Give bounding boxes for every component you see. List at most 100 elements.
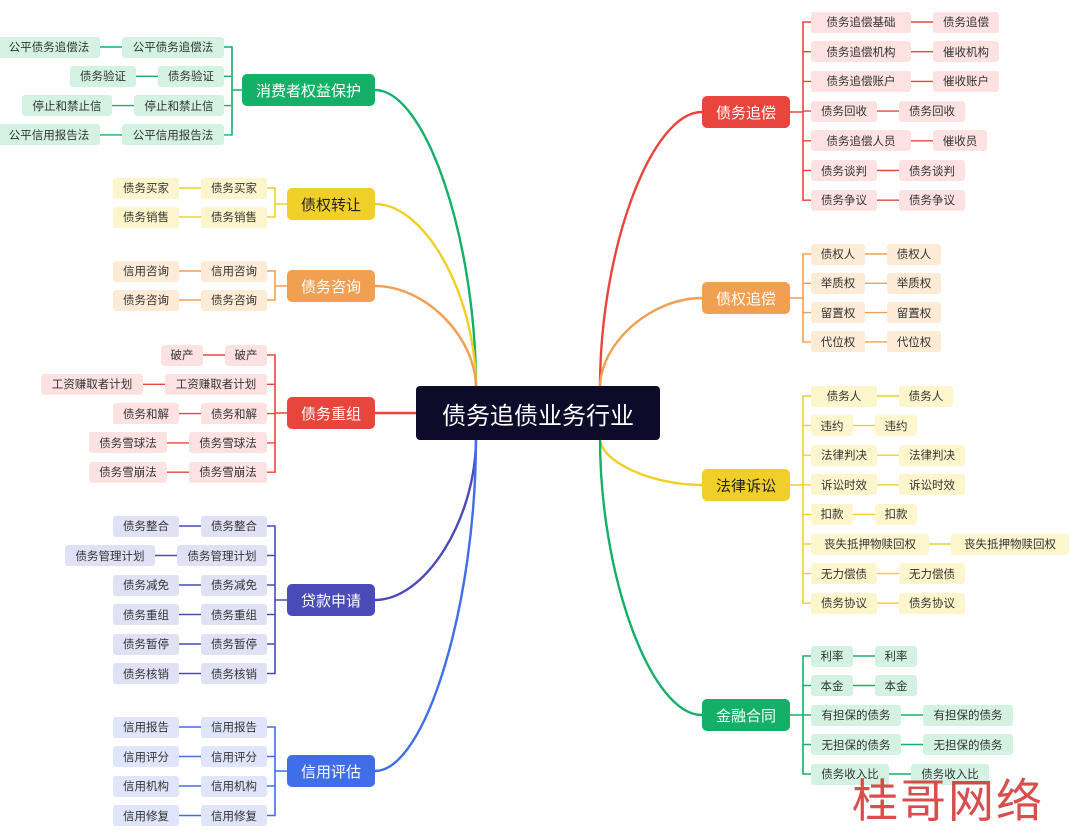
leaf-b8-2[interactable]: 债务减免: [201, 574, 267, 596]
leaf-child-b3-4[interactable]: 债务收入比: [911, 763, 989, 785]
leaf-child-b2-0[interactable]: 债务人: [899, 385, 953, 407]
leaf-b1-3[interactable]: 代位权: [811, 331, 865, 353]
leaf-b3-1[interactable]: 本金: [811, 675, 853, 696]
leaf-b3-2[interactable]: 有担保的债务: [811, 704, 901, 726]
leaf-child-b0-0[interactable]: 债务追偿: [933, 11, 999, 33]
leaf-child-b2-4[interactable]: 扣款: [875, 503, 917, 525]
leaf-b7-4[interactable]: 债务雪崩法: [189, 461, 267, 483]
branch-b2[interactable]: 法律诉讼: [702, 469, 790, 501]
leaf-b2-1[interactable]: 违约: [811, 415, 853, 437]
leaf-b5-1[interactable]: 债务销售: [201, 206, 267, 228]
leaf-b9-3[interactable]: 信用修复: [201, 805, 267, 826]
leaf-b0-3[interactable]: 债务回收: [811, 100, 877, 122]
branch-b9[interactable]: 信用评估: [287, 755, 375, 787]
leaf-b7-3[interactable]: 债务雪球法: [189, 432, 267, 454]
leaf-b9-0[interactable]: 信用报告: [201, 716, 267, 738]
leaf-child-b1-1[interactable]: 举质权: [887, 272, 941, 294]
leaf-child-b4-1[interactable]: 债务验证: [70, 65, 136, 87]
leaf-child-b2-7[interactable]: 债务协议: [899, 592, 965, 614]
leaf-b4-2[interactable]: 停止和禁止信: [134, 95, 224, 117]
leaf-b2-2[interactable]: 法律判决: [811, 444, 877, 466]
leaf-b0-0[interactable]: 债务追偿基础: [811, 11, 911, 33]
leaf-b1-2[interactable]: 留置权: [811, 302, 865, 324]
leaf-b8-3[interactable]: 债务重组: [201, 604, 267, 625]
leaf-child-b9-2[interactable]: 信用机构: [113, 775, 179, 797]
leaf-b0-1[interactable]: 债务追偿机构: [811, 41, 911, 63]
leaf-b5-0[interactable]: 债务买家: [201, 177, 267, 199]
branch-b4[interactable]: 消费者权益保护: [242, 74, 375, 106]
leaf-child-b0-3[interactable]: 债务回收: [899, 100, 965, 122]
leaf-child-b9-1[interactable]: 信用评分: [113, 746, 179, 767]
leaf-child-b2-6[interactable]: 无力偿债: [899, 563, 965, 585]
leaf-b3-4[interactable]: 债务收入比: [811, 763, 889, 785]
branch-b1[interactable]: 债权追偿: [702, 282, 790, 314]
leaf-b2-0[interactable]: 债务人: [811, 385, 877, 407]
leaf-child-b3-3[interactable]: 无担保的债务: [923, 734, 1013, 755]
leaf-child-b8-1[interactable]: 债务管理计划: [65, 545, 155, 566]
root-topic[interactable]: 债务追债业务行业: [416, 386, 660, 440]
leaf-child-b1-2[interactable]: 留置权: [887, 302, 941, 324]
leaf-b8-5[interactable]: 债务核销: [201, 663, 267, 684]
leaf-child-b5-0[interactable]: 债务买家: [113, 177, 179, 199]
leaf-child-b2-2[interactable]: 法律判决: [899, 444, 965, 466]
leaf-b8-0[interactable]: 债务整合: [201, 515, 267, 537]
branch-b7[interactable]: 债务重组: [287, 397, 375, 429]
leaf-child-b0-5[interactable]: 债务谈判: [899, 160, 965, 181]
leaf-b4-3[interactable]: 公平信用报告法: [122, 124, 224, 146]
leaf-b1-0[interactable]: 债权人: [811, 243, 865, 265]
leaf-b0-4[interactable]: 债务追偿人员: [811, 130, 911, 152]
leaf-child-b6-0[interactable]: 信用咨询: [113, 260, 179, 282]
leaf-b1-1[interactable]: 举质权: [811, 272, 865, 294]
leaf-child-b2-3[interactable]: 诉讼时效: [899, 474, 965, 496]
leaf-child-b9-0[interactable]: 信用报告: [113, 716, 179, 738]
leaf-b9-2[interactable]: 信用机构: [201, 775, 267, 797]
leaf-child-b7-1[interactable]: 工资赚取者计划: [41, 373, 143, 395]
leaf-b7-0[interactable]: 破产: [225, 344, 267, 366]
leaf-child-b0-1[interactable]: 催收机构: [933, 41, 999, 63]
leaf-b2-4[interactable]: 扣款: [811, 503, 853, 525]
leaf-child-b5-1[interactable]: 债务销售: [113, 206, 179, 228]
branch-b5[interactable]: 债权转让: [287, 188, 375, 220]
leaf-b9-1[interactable]: 信用评分: [201, 746, 267, 767]
branch-b8[interactable]: 贷款申请: [287, 584, 375, 616]
leaf-b0-5[interactable]: 债务谈判: [811, 160, 877, 181]
leaf-child-b3-2[interactable]: 有担保的债务: [923, 704, 1013, 726]
leaf-b0-6[interactable]: 债务争议: [811, 189, 877, 211]
branch-b0[interactable]: 债务追偿: [702, 96, 790, 128]
leaf-child-b2-1[interactable]: 违约: [875, 415, 917, 437]
leaf-child-b3-1[interactable]: 本金: [875, 675, 917, 696]
branch-b3[interactable]: 金融合同: [702, 699, 790, 731]
leaf-child-b0-2[interactable]: 催收账户: [933, 70, 999, 92]
branch-b6[interactable]: 债务咨询: [287, 270, 375, 302]
leaf-b6-1[interactable]: 债务咨询: [201, 289, 267, 311]
leaf-child-b6-1[interactable]: 债务咨询: [113, 289, 179, 311]
leaf-child-b2-5[interactable]: 丧失抵押物赎回权: [951, 533, 1069, 555]
leaf-b2-7[interactable]: 债务协议: [811, 592, 877, 614]
leaf-b4-0[interactable]: 公平债务追偿法: [122, 36, 224, 58]
leaf-child-b7-0[interactable]: 破产: [161, 344, 203, 366]
leaf-child-b8-4[interactable]: 债务暂停: [113, 633, 179, 655]
leaf-b4-1[interactable]: 债务验证: [158, 65, 224, 87]
leaf-b3-3[interactable]: 无担保的债务: [811, 734, 901, 755]
leaf-b2-6[interactable]: 无力偿债: [811, 563, 877, 585]
leaf-child-b8-0[interactable]: 债务整合: [113, 515, 179, 537]
leaf-child-b0-6[interactable]: 债务争议: [899, 189, 965, 211]
leaf-child-b4-0[interactable]: 公平债务追偿法: [0, 36, 100, 58]
leaf-child-b7-4[interactable]: 债务雪崩法: [89, 461, 167, 483]
leaf-child-b9-3[interactable]: 信用修复: [113, 805, 179, 826]
leaf-child-b3-0[interactable]: 利率: [875, 645, 917, 667]
leaf-child-b8-2[interactable]: 债务减免: [113, 574, 179, 596]
leaf-b2-5[interactable]: 丧失抵押物赎回权: [811, 533, 929, 555]
leaf-child-b4-3[interactable]: 公平信用报告法: [0, 124, 100, 146]
leaf-b2-3[interactable]: 诉讼时效: [811, 474, 877, 496]
leaf-b8-4[interactable]: 债务暂停: [201, 633, 267, 655]
leaf-child-b8-5[interactable]: 债务核销: [113, 663, 179, 684]
leaf-b6-0[interactable]: 信用咨询: [201, 260, 267, 282]
leaf-child-b0-4[interactable]: 催收员: [933, 130, 987, 152]
leaf-child-b7-2[interactable]: 债务和解: [113, 403, 179, 425]
leaf-child-b7-3[interactable]: 债务雪球法: [89, 432, 167, 454]
leaf-b7-1[interactable]: 工资赚取者计划: [165, 373, 267, 395]
leaf-b7-2[interactable]: 债务和解: [201, 403, 267, 425]
leaf-b0-2[interactable]: 债务追偿账户: [811, 70, 911, 92]
leaf-child-b4-2[interactable]: 停止和禁止信: [22, 95, 112, 117]
